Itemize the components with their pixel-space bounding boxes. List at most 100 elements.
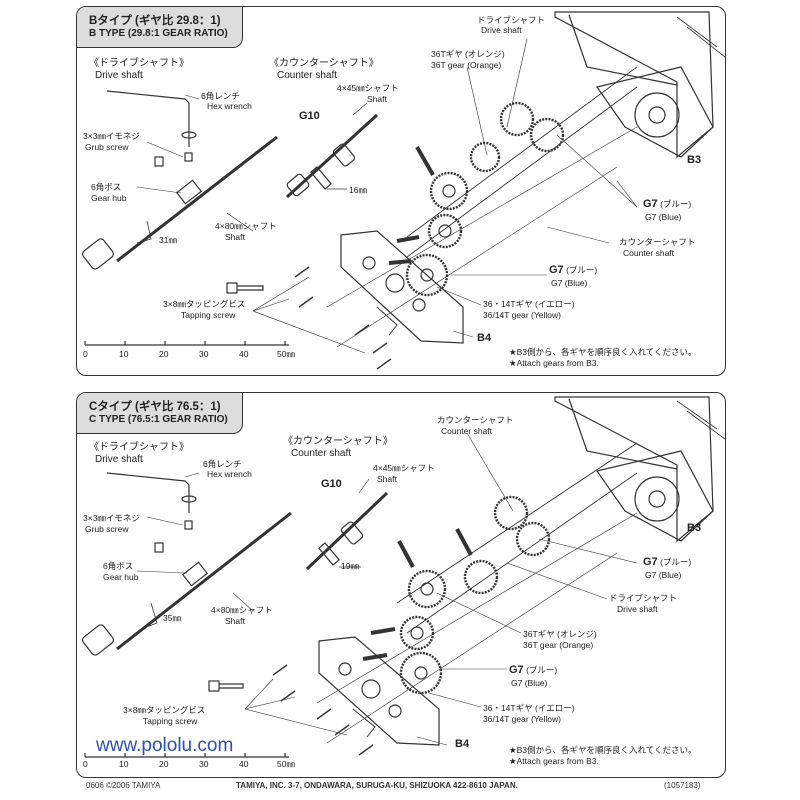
gear-hub-label-en: Gear hub: [103, 572, 139, 582]
ruler-tick-40: 40: [239, 759, 249, 769]
gear3614-label-jp: 36・14Tギヤ (イエロー): [483, 703, 575, 713]
tapping-screw-label-jp: 3×8㎜タッピングビス: [163, 299, 246, 309]
ruler-tick-20: 20: [159, 759, 169, 769]
b3-label: B3: [687, 154, 702, 166]
counter-shaft-heading-jp: 《カウンターシャフト》: [269, 58, 379, 69]
hex-wrench-label-jp: 6角レンチ: [203, 459, 242, 469]
shaft80-label-en: Shaft: [225, 616, 245, 626]
shaft80-label-jp: 4×80㎜シャフト: [215, 221, 277, 231]
hex-wrench-icon: [106, 90, 190, 147]
panel-c-type: Cタイプ (ギヤ比 76.5：1) C TYPE (76.5:1 GEAR RA…: [76, 392, 726, 778]
panel-c-header: Cタイプ (ギヤ比 76.5：1) C TYPE (76.5:1 GEAR RA…: [77, 393, 243, 434]
counter-shaft-heading-jp: 《カウンターシャフト》: [283, 436, 393, 447]
gear-hub-icon: [175, 179, 203, 205]
counter-shaft-top-label-en: Counter shaft: [441, 426, 493, 436]
panel-b-header: Bタイプ (ギヤ比 29.8：1) B TYPE (29.8:1 GEAR RA…: [77, 7, 243, 48]
footer-copyright: 0606 ©2006 TAMIYA: [86, 781, 161, 790]
gear3614-label-en: 36/14T gear (Yellow): [483, 714, 561, 724]
gear36-label-en: 36T gear (Orange): [523, 640, 594, 650]
g7a-label-jp: (ブルー): [660, 199, 692, 209]
dim-31: 31㎜: [159, 235, 177, 245]
drive-shaft-label-en: Drive shaft: [617, 604, 658, 614]
gear36-label-jp: 36Tギヤ (オレンジ): [523, 629, 597, 639]
shaft45-label-jp: 4×45㎜シャフト: [373, 463, 435, 473]
grub-screw-icon: [184, 520, 193, 530]
counter-shaft-heading-en: Counter shaft: [277, 70, 338, 81]
shaft80-label-en: Shaft: [225, 232, 245, 242]
tapping-screw-label-en: Tapping screw: [181, 310, 236, 320]
footer-address: TAMIYA, INC. 3-7, ONDAWARA, SURUGA-KU, S…: [236, 781, 518, 790]
drive-shaft-heading-jp: 《ドライブシャフト》: [89, 442, 189, 453]
counter-shaft-label-en: Counter shaft: [623, 248, 675, 258]
panel-b-title-jp: Bタイプ (ギヤ比 29.8：1): [89, 15, 221, 27]
gear3614-label-jp: 36・14Tギヤ (イエロー): [483, 299, 575, 309]
drive-shaft-top-label-en: Drive shaft: [481, 25, 522, 35]
panel-c-title-jp: Cタイプ (ギヤ比 76.5：1): [89, 401, 221, 413]
grub-screw-label-en: Grub screw: [85, 142, 129, 152]
gear36-label-en: 36T gear (Orange): [431, 60, 502, 70]
counter-shaft-heading-en: Counter shaft: [291, 448, 352, 459]
g7b-label: G7: [549, 264, 564, 276]
hex-wrench-label-en: Hex wrench: [207, 101, 252, 111]
ruler-tick-50: 50㎜: [277, 349, 295, 359]
assembly-note-en: ★Attach gears from B3.: [509, 358, 599, 368]
dim-35: 35㎜: [163, 613, 181, 623]
g7a-label-jp: (ブルー): [660, 557, 692, 567]
g7a-label-en: G7 (Blue): [645, 212, 682, 222]
dim-16: 16㎜: [349, 185, 367, 195]
gear3614-label-en: 36/14T gear (Yellow): [483, 310, 561, 320]
ruler-tick-50: 50㎜: [277, 759, 295, 769]
drive-shaft-label-jp: ドライブシャフト: [609, 593, 678, 603]
shaft80-label-jp: 4×80㎜シャフト: [211, 605, 273, 615]
assembly-note-jp: ★B3側から、各ギヤを順序良く入れてください。: [509, 347, 697, 357]
panel-c-illustration: [81, 396, 725, 758]
g10-label: G10: [299, 110, 320, 122]
tapping-screw-label-en: Tapping screw: [143, 716, 198, 726]
gear36-label-jp: 36Tギヤ (オレンジ): [431, 49, 505, 59]
gear-hub-label-en: Gear hub: [91, 193, 127, 203]
drive-shaft-heading-jp: 《ドライブシャフト》: [89, 58, 189, 69]
hex-wrench-label-en: Hex wrench: [207, 469, 252, 479]
shaft45-label-en: Shaft: [377, 474, 397, 484]
g7b-label-jp: (ブルー): [526, 665, 558, 675]
panel-b-type: Bタイプ (ギヤ比 29.8：1) B TYPE (29.8:1 GEAR RA…: [76, 6, 726, 376]
ruler-tick-20: 20: [159, 349, 169, 359]
grub-screw-label-jp: 3×3㎜イモネジ: [83, 131, 140, 141]
ruler-tick-10: 10: [119, 759, 129, 769]
dim-19: 19㎜: [341, 561, 359, 571]
ruler-tick-30: 30: [199, 349, 209, 359]
drive-shaft-heading-en: Drive shaft: [95, 454, 143, 465]
drive-shaft-top-label-jp: ドライブシャフト: [477, 15, 546, 25]
assembly-note-jp: ★B3側から、各ギヤを順序良く入れてください。: [509, 745, 697, 755]
ruler-tick-0: 0: [83, 759, 88, 769]
ruler-tick-30: 30: [199, 759, 209, 769]
b4-label: B4: [477, 332, 492, 344]
b3-label: B3: [687, 522, 702, 534]
counter-shaft-label-jp: カウンターシャフト: [619, 237, 696, 247]
shaft45-label-en: Shaft: [367, 94, 387, 104]
counter-shaft-top-label-jp: カウンターシャフト: [437, 415, 514, 425]
gear-hub-label-jp: 6角ボス: [103, 561, 134, 571]
g10-label: G10: [321, 478, 342, 490]
g7a-label: G7: [643, 556, 658, 568]
hex-wrench-icon: [106, 472, 190, 513]
g7b-label: G7: [509, 664, 524, 676]
panel-c-title-en: C TYPE (76.5:1 GEAR RATIO): [89, 414, 228, 425]
assembly-note-en: ★Attach gears from B3.: [509, 756, 599, 766]
panel-b-title-en: B TYPE (29.8:1 GEAR RATIO): [89, 28, 228, 39]
ruler-tick-10: 10: [119, 349, 129, 359]
grub-screw-label-en: Grub screw: [85, 524, 129, 534]
ruler-tick-0: 0: [83, 349, 88, 359]
tapping-screw-label-jp: 3×8㎜タッピングビス: [123, 705, 206, 715]
g7b-label-en: G7 (Blue): [511, 678, 548, 688]
b4-label: B4: [455, 738, 470, 750]
pololu-watermark-url[interactable]: www.pololu.com: [96, 735, 234, 756]
panel-b-illustration: [81, 11, 725, 370]
gear-hub-icon: [181, 561, 209, 587]
hex-wrench-label-jp: 6角レンチ: [201, 91, 240, 101]
g7b-label-jp: (ブルー): [566, 265, 598, 275]
grub-screw-label-jp: 3×3㎜イモネジ: [83, 513, 140, 523]
ruler-tick-40: 40: [239, 349, 249, 359]
grub-screw-icon: [184, 152, 193, 162]
shaft45-label-jp: 4×45㎜シャフト: [337, 83, 399, 93]
